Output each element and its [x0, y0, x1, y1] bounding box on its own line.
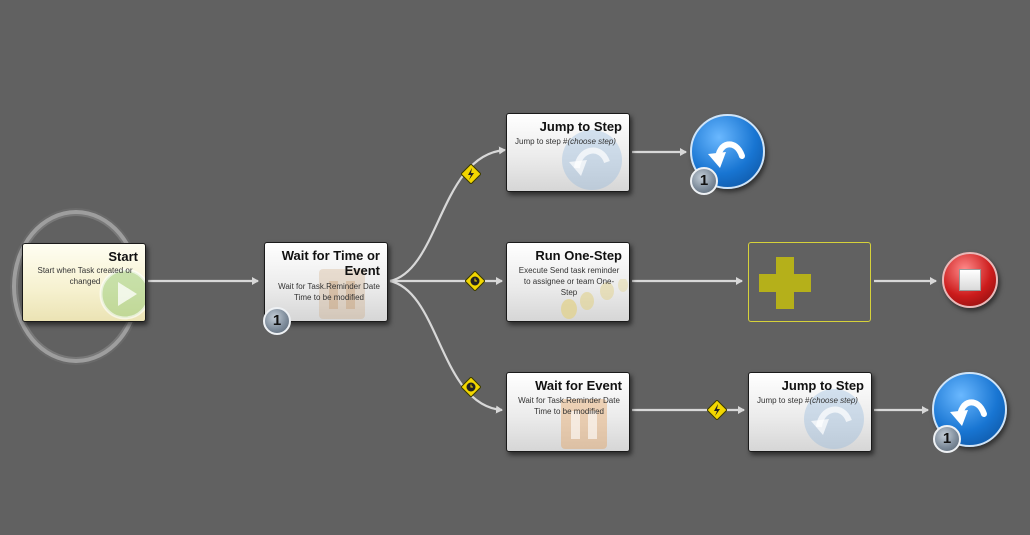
lightning-icon[interactable] — [707, 400, 727, 420]
connectors — [148, 146, 937, 414]
jump-top-title: Jump to Step — [539, 119, 622, 134]
start-title: Start — [108, 249, 138, 264]
jump-terminal-bottom-badge: 1 — [933, 425, 961, 453]
choose-step-link[interactable]: (choose step) — [567, 137, 616, 146]
wait-time-event-description: Wait for Task.Reminder Date Time to be m… — [278, 282, 380, 302]
wait-time-event-title: Wait for Time or Event — [281, 248, 380, 278]
stop-terminal[interactable] — [942, 252, 998, 308]
wait-event-title: Wait for Event — [535, 378, 622, 393]
wait-event-node[interactable]: Wait for Event Wait for Task.Reminder Da… — [506, 372, 630, 452]
jump-bottom-description: Jump to step #(choose step) — [757, 395, 869, 406]
start-description: Start when Task created or changed — [37, 266, 133, 286]
jump-top-node[interactable]: Jump to Step Jump to step #(choose step) — [506, 113, 630, 192]
jump-back-icon — [950, 399, 987, 426]
run-one-step-node[interactable]: Run One-Step Execute Send task reminder … — [506, 242, 630, 322]
lightning-icon[interactable] — [461, 164, 481, 184]
add-step-box[interactable] — [748, 242, 871, 322]
connector-wait-to-wait-event — [389, 279, 503, 414]
clock-icon[interactable] — [465, 271, 485, 291]
choose-step-link[interactable]: (choose step) — [809, 396, 858, 405]
step-number-badge: 1 — [263, 307, 291, 335]
run-one-step-title: Run One-Step — [535, 248, 622, 263]
jump-top-desc-prefix: Jump to step # — [515, 137, 568, 146]
jump-top-description: Jump to step #(choose step) — [515, 136, 627, 147]
plus-icon — [759, 257, 811, 309]
jump-bottom-node[interactable]: Jump to Step Jump to step #(choose step) — [748, 372, 872, 452]
run-one-step-description: Execute Send task reminder to assignee o… — [518, 266, 620, 297]
connector-wait-to-jump-top — [389, 146, 506, 283]
jump-bottom-desc-prefix: Jump to step # — [757, 396, 810, 405]
start-node[interactable]: Start Start when Task created or changed — [22, 243, 146, 322]
jump-back-icon — [708, 141, 745, 168]
jump-terminal-top[interactable] — [690, 114, 765, 189]
jump-terminal-top-badge: 1 — [690, 167, 718, 195]
stop-icon — [959, 269, 981, 291]
jump-bottom-title: Jump to Step — [781, 378, 864, 393]
clock-icon[interactable] — [461, 377, 481, 397]
wait-event-description: Wait for Task.Reminder Date Time to be m… — [518, 396, 620, 416]
